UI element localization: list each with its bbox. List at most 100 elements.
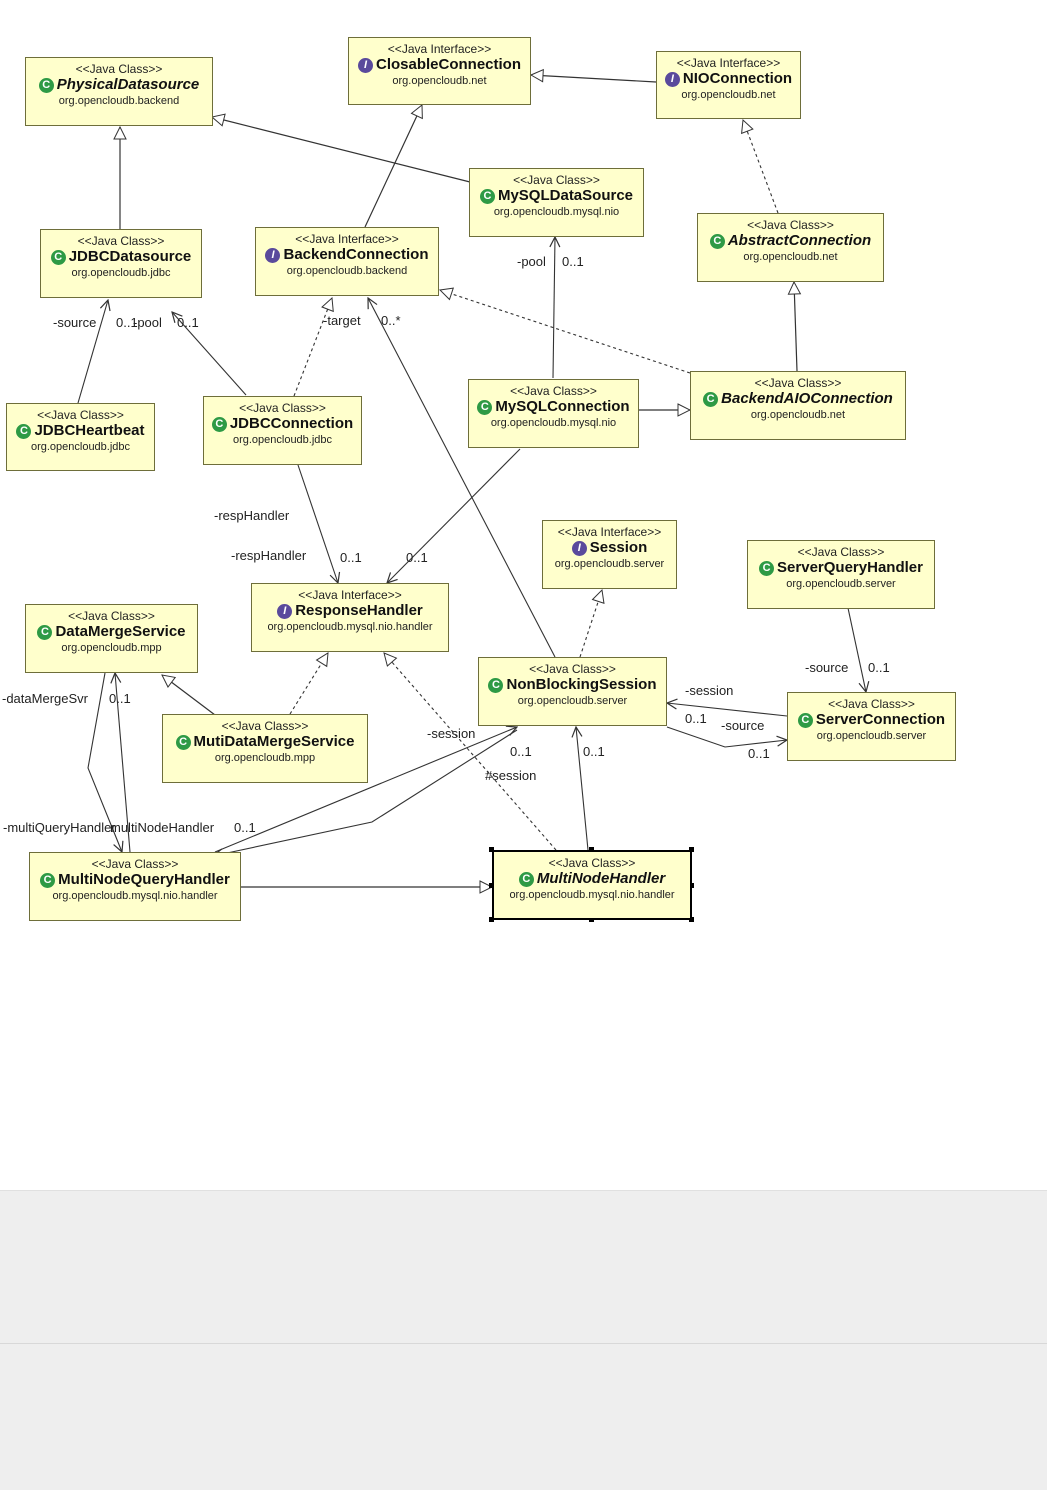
package-name: org.opencloudb.jdbc (30, 441, 131, 453)
class-icon: C (797, 712, 813, 728)
label-source-serverqueryhandler: -source (805, 660, 849, 675)
label-multinodehandler-mult: 0..1 (234, 820, 256, 835)
empty-panel-upper (0, 1190, 1047, 1343)
edge-nonblocking-source (666, 726, 787, 748)
label-session-multinodehandler-mult: 0..1 (583, 744, 605, 759)
label-resphandler-2: -respHandler (231, 548, 307, 563)
label-resphandler-mult-1: 0..1 (340, 550, 362, 565)
label-session-serverconnection-mult: 0..1 (685, 711, 707, 726)
edge-mysqlconnection-resphandler (387, 448, 521, 583)
class-icon: C (16, 423, 32, 439)
stereotype-label: <<Java Class>> (754, 376, 842, 390)
class-name-text: AbstractConnection (727, 232, 872, 249)
label-session-multinodequery: -session (427, 726, 476, 741)
class-name-text: JDBCHeartbeat (34, 422, 145, 439)
class-name-text: NonBlockingSession (506, 676, 657, 693)
stereotype-label: <<Java Class>> (513, 173, 600, 187)
package-name: org.opencloudb.net (392, 75, 487, 87)
edge-multinodequery-datamergesvr (115, 673, 131, 853)
edge-jdbcheartbeat-source (77, 300, 108, 404)
edge-multinodehandler-session (576, 727, 589, 851)
edge-mutidatamerge-implements-responsehandler (289, 653, 328, 715)
stereotype-label: <<Java Class>> (68, 609, 155, 623)
edge-datamerge-multiqueryhandler (87, 672, 122, 852)
class-icon: C (175, 734, 191, 750)
label-source-jdbcheartbeat-mult: 0..1 (116, 315, 138, 330)
class-name-text: ServerQueryHandler (777, 559, 923, 576)
edge-abstractconnection-implements-nioconnection (743, 120, 779, 214)
package-name: org.opencloudb.mysql.nio.handler (509, 889, 675, 901)
stereotype-label: <<Java Class>> (239, 401, 326, 415)
package-name: org.opencloudb.mysql.nio (490, 417, 617, 429)
stereotype-label: <<Java Interface>> (557, 525, 662, 539)
label-source-jdbcheartbeat: -source (53, 315, 97, 330)
interface-icon: I (265, 247, 281, 263)
edge-mysqlconnection-pool (553, 237, 555, 379)
edge-nonblocking-multinodehandler (213, 729, 518, 856)
package-name: org.opencloudb.mysql.nio (493, 206, 620, 218)
label-datamergesvr: -dataMergeSvr (2, 691, 88, 706)
class-icon: C (37, 624, 53, 640)
edge-serverconnection-session (667, 703, 788, 717)
edge-backendaio-extends-abstractconnection (794, 282, 797, 372)
class-name-text: ServerConnection (815, 711, 946, 728)
class-name-text: BackendConnection (283, 246, 429, 263)
class-icon: C (479, 188, 495, 204)
label-source-nonblocking: -source (721, 718, 765, 733)
abstract-class-icon: C (709, 233, 725, 249)
abstract-class-icon: C (38, 77, 54, 93)
class-icon: C (211, 416, 227, 432)
edge-multinodequery-session (214, 727, 517, 853)
package-name: org.opencloudb.backend (58, 95, 180, 107)
label-pool-jdbcconnection-mult: 0..1 (177, 315, 199, 330)
stereotype-label: <<Java Class>> (221, 719, 309, 733)
class-icon: C (477, 399, 493, 415)
class-icon: C (50, 249, 66, 265)
label-source-nonblocking-mult: 0..1 (748, 746, 770, 761)
label-session-serverconnection: -session (685, 683, 734, 698)
class-name-text: Session (589, 539, 648, 556)
stereotype-label: <<Java Interface>> (676, 56, 781, 70)
class-name-text: JDBCConnection (229, 415, 354, 432)
stereotype-label: <<Java Class>> (548, 856, 636, 870)
class-icon: C (759, 560, 775, 576)
label-pool-mysqlconnection: -pool (517, 254, 546, 269)
package-name: org.opencloudb.backend (286, 265, 408, 277)
edge-nonblocking-target (368, 298, 556, 658)
stereotype-label: <<Java Class>> (510, 384, 597, 398)
label-resphandler-1: -respHandler (214, 508, 290, 523)
interface-icon: I (277, 603, 293, 619)
class-icon: C (488, 677, 504, 693)
interface-icon: I (664, 71, 680, 87)
edge-nonblocking-implements-session (579, 590, 602, 658)
